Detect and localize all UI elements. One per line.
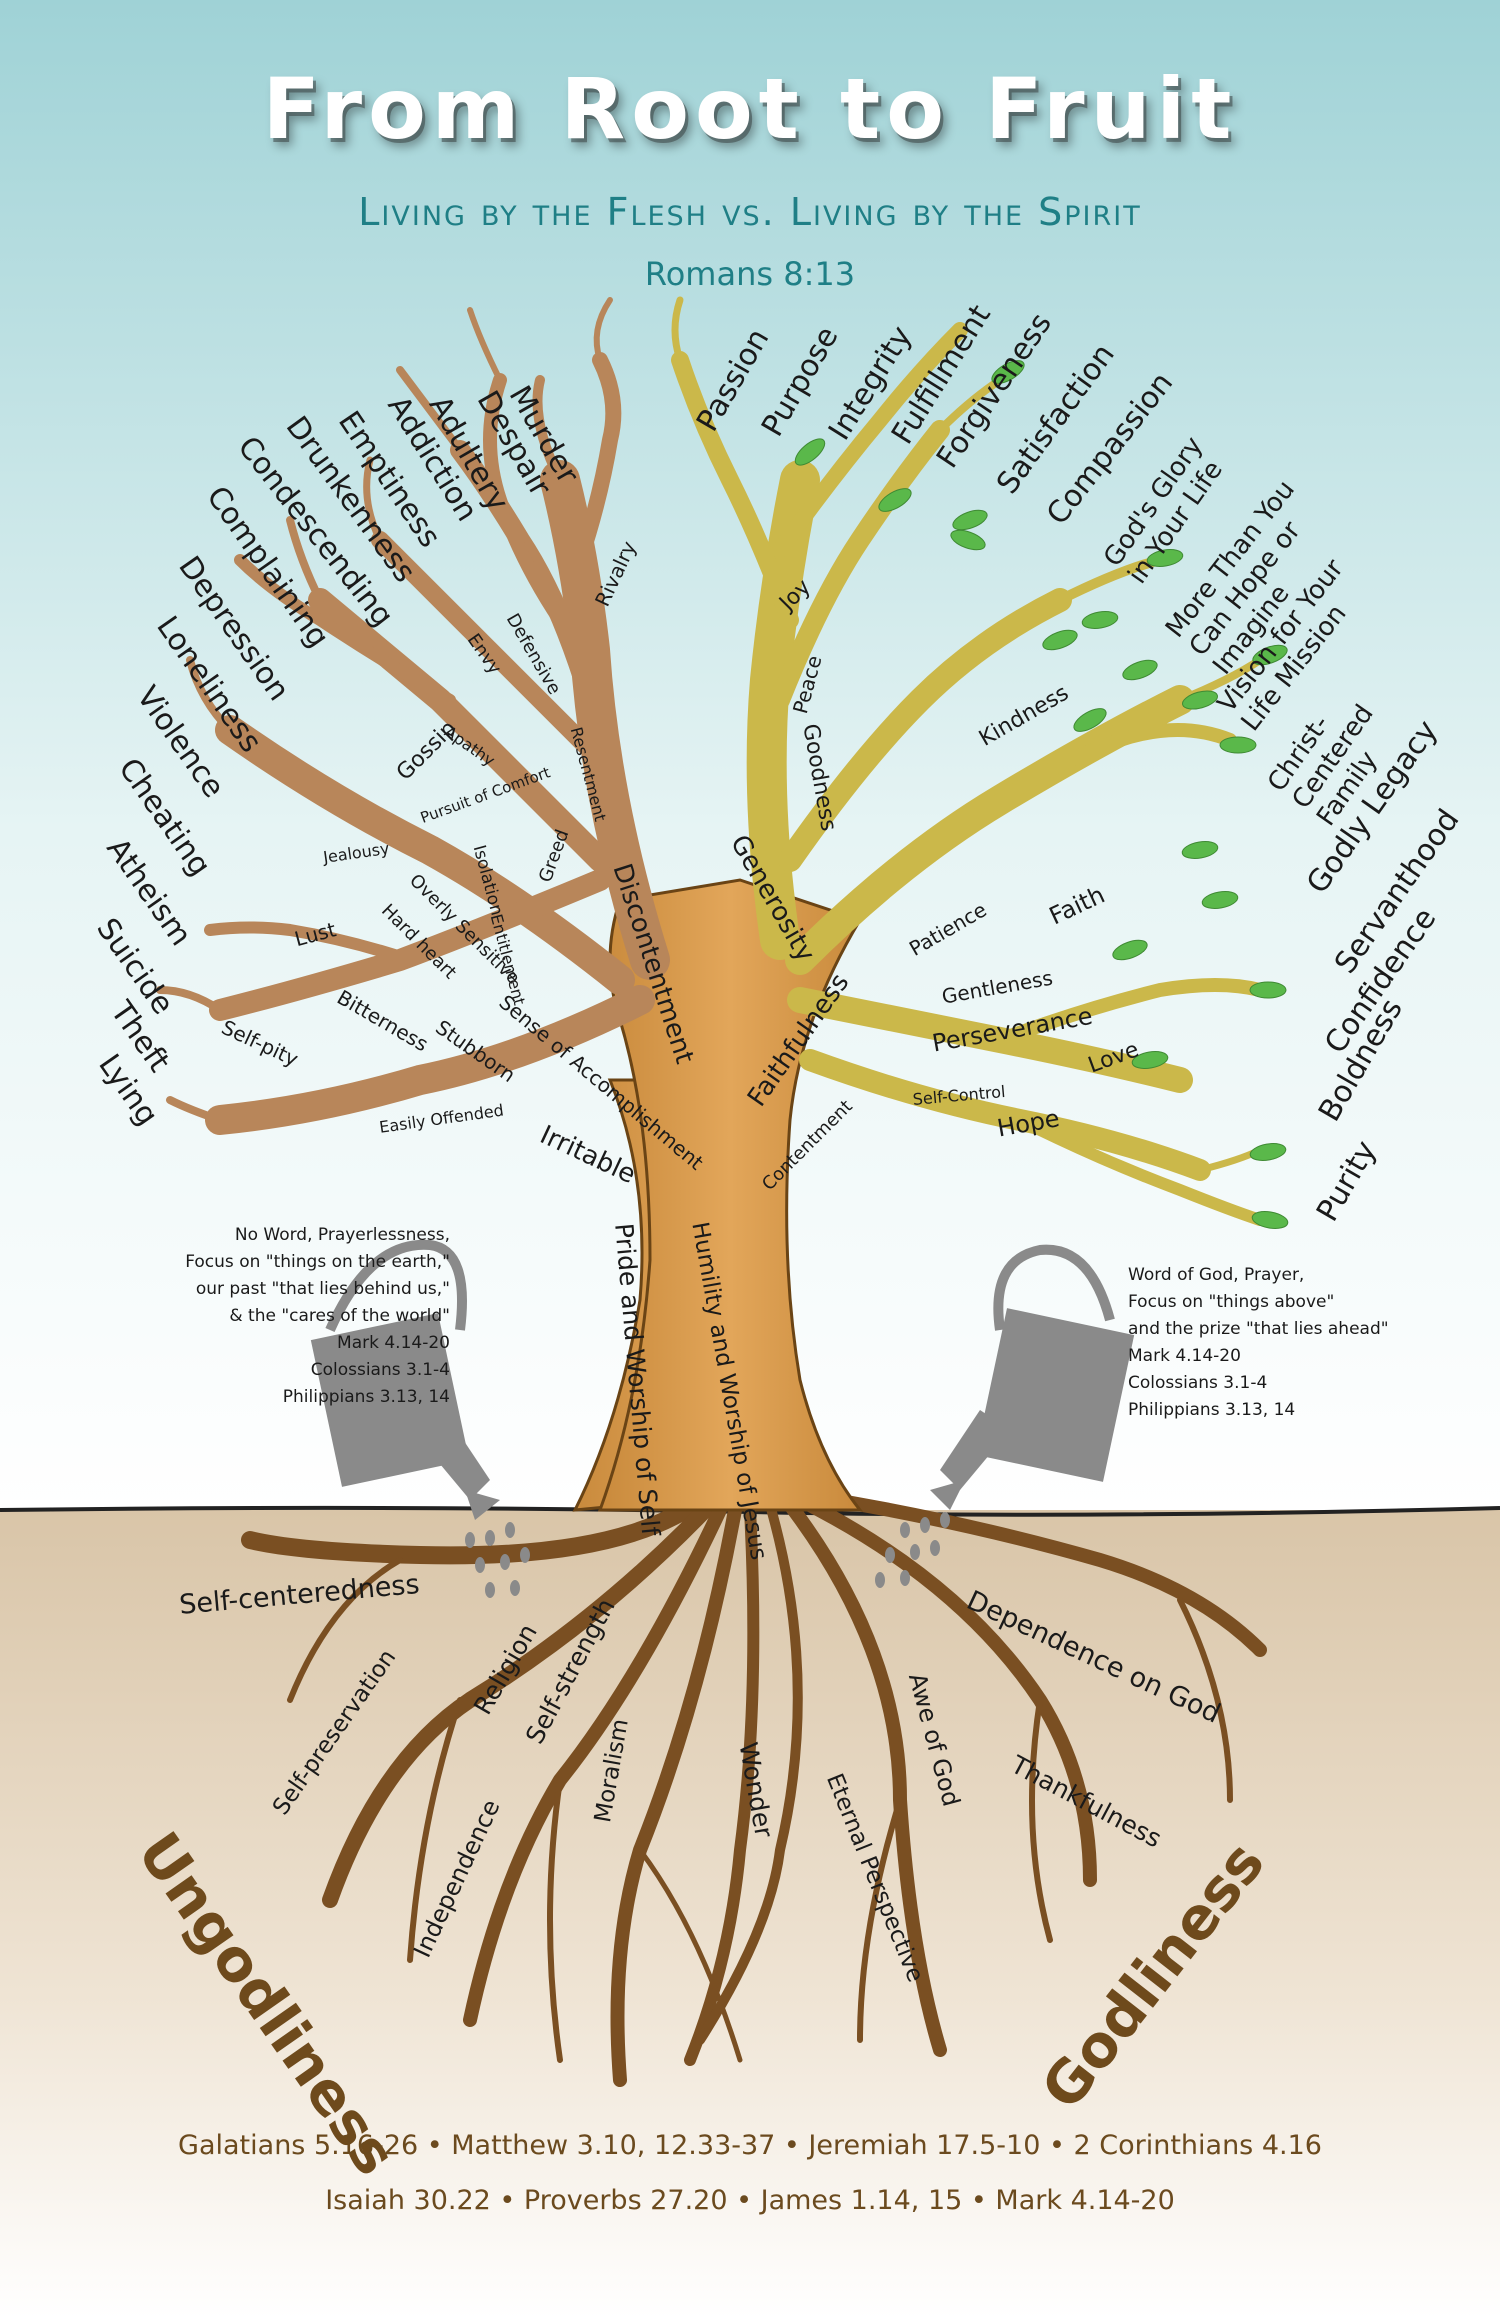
note-line: Mark 4.14-20 [1128, 1346, 1241, 1366]
note-line: Philippians 3.13, 14 [1128, 1400, 1296, 1420]
note-left: No Word, Prayerlessness, Focus on "thing… [80, 1222, 450, 1411]
references-line-1: Galatians 5.16-26 • Matthew 3.10, 12.33-… [178, 2130, 1322, 2161]
watering-can-right-icon [875, 1244, 1135, 1588]
note-line: Colossians 3.1-4 [1128, 1373, 1268, 1393]
note-line: Focus on "things above" [1128, 1292, 1335, 1312]
note-line: Colossians 3.1-4 [310, 1360, 450, 1380]
note-line: our past "that lies behind us," [195, 1279, 450, 1299]
watering-can-left-icon [310, 1239, 530, 1598]
spirit-branches [671, 296, 1267, 1226]
note-line: Word of God, Prayer, [1128, 1265, 1305, 1285]
roots [241, 1488, 1267, 2087]
note-line: & the "cares of the world" [229, 1306, 450, 1326]
trunk-body [597, 878, 864, 1512]
page-subtitle: Living by the Flesh vs. Living by the Sp… [358, 190, 1142, 234]
flesh-branches [156, 297, 670, 1135]
note-line: No Word, Prayerlessness, [234, 1225, 450, 1245]
page-verse: Romans 8:13 [644, 255, 856, 293]
note-line: Philippians 3.13, 14 [282, 1387, 450, 1407]
references-line-2: Isaiah 30.22 • Proverbs 27.20 • James 1.… [325, 2185, 1175, 2216]
note-line: Focus on "things on the earth," [185, 1252, 450, 1272]
note-right: Word of God, Prayer, Focus on "things ab… [1128, 1262, 1458, 1424]
note-line: Mark 4.14-20 [337, 1333, 450, 1353]
page-title: From Root to Fruit [262, 60, 1238, 158]
leaves [794, 360, 1289, 1229]
note-line: and the prize "that lies ahead" [1128, 1319, 1389, 1339]
